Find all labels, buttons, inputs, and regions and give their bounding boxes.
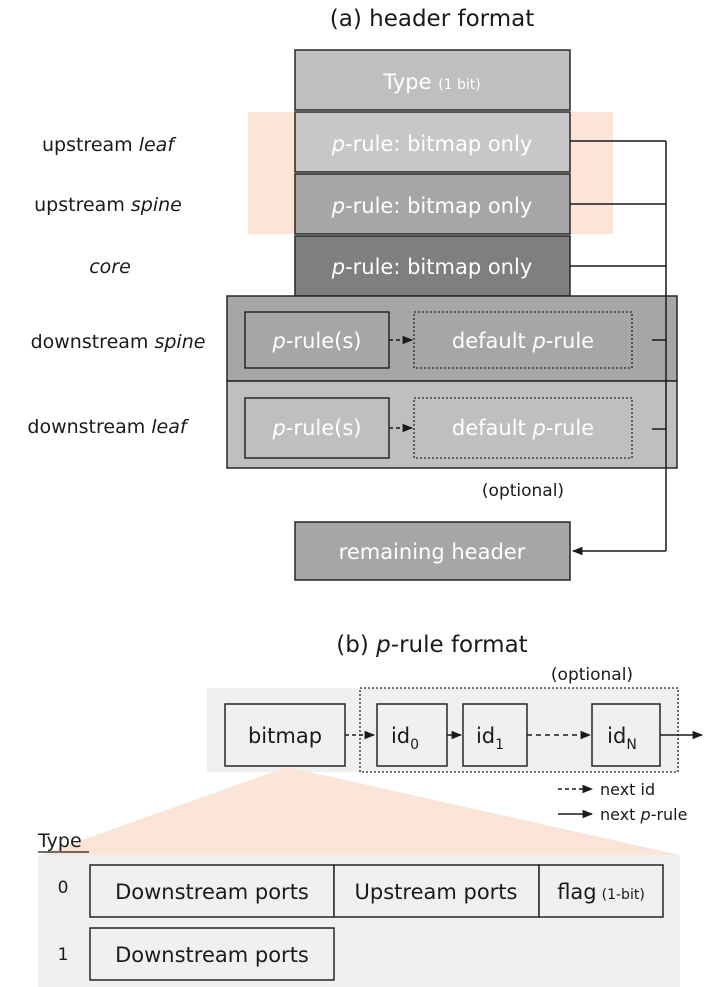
remaining-header-text: remaining header: [339, 540, 526, 564]
svg-text:Type (1 bit): Type (1 bit): [382, 70, 480, 94]
prule-em: p: [331, 194, 345, 218]
prules-label: -rule(s): [286, 416, 362, 440]
title-b-suffix: -rule format: [391, 632, 528, 658]
connector-lines: [570, 140, 667, 556]
downstream-ports-label-1: Downstream ports: [115, 943, 309, 967]
upstream-ports-field-0: [333, 864, 540, 918]
downstream-ports-label-0: Downstream ports: [115, 880, 309, 904]
id-base: id: [391, 724, 410, 748]
id0-label: id0: [391, 724, 419, 753]
prules-label: -rule(s): [286, 329, 362, 353]
default-prefix: default: [452, 416, 533, 440]
type-box-note: (1 bit): [438, 77, 481, 93]
label-em: leaf: [139, 134, 178, 156]
legend-solid-em: p: [640, 805, 651, 824]
label-em: leaf: [151, 416, 190, 438]
type-box: Type (1 bit): [294, 49, 571, 111]
prule-text-core: p-rule: bitmap only: [331, 255, 533, 279]
prule-text-upstream-leaf: p-rule: bitmap only: [331, 132, 533, 156]
legend-solid-label: next p-rule: [600, 805, 687, 824]
bitmap-expansion-highlight: [40, 767, 680, 855]
optional-label-b: (optional): [551, 665, 633, 685]
prules-box-downstream-spine: [244, 311, 390, 369]
label-prefix: upstream: [34, 194, 131, 216]
prule-box-upstream-spine: [294, 173, 571, 235]
remaining-header-box: [294, 521, 571, 581]
label-em: spine: [131, 194, 182, 216]
flag-field-0: [538, 864, 664, 918]
prules-text-downstream-spine: p-rule(s): [272, 329, 362, 353]
title-a: (a) header format: [330, 6, 534, 32]
id1-box: [462, 703, 528, 767]
label-prefix: upstream: [42, 134, 139, 156]
label-core: core: [89, 256, 131, 278]
id-base: id: [476, 724, 495, 748]
flag-note: (1-bit): [602, 887, 645, 903]
type-box-label: Type: [382, 70, 431, 94]
label-downstream-spine: downstream spine: [31, 331, 206, 353]
default-text-downstream-spine: default p-rule: [452, 329, 594, 353]
optional-label-a: (optional): [482, 481, 564, 501]
prules-em: p: [272, 329, 286, 353]
id-sub: 1: [495, 737, 504, 753]
prule-box-upstream-leaf: [294, 111, 571, 173]
prules-em: p: [272, 416, 286, 440]
bitmap-label: bitmap: [248, 724, 322, 748]
default-em: p: [531, 416, 545, 440]
prule-label: -rule: bitmap only: [345, 255, 532, 279]
default-prefix: default: [452, 329, 533, 353]
legend-solid-suffix: -rule: [651, 805, 688, 824]
prule-box-core: [294, 235, 571, 297]
prule-em: p: [331, 132, 345, 156]
optional-id-group: [359, 687, 679, 773]
type-row-1-value: 1: [58, 945, 69, 965]
id0-box: [376, 703, 448, 767]
idN-label: idN: [607, 724, 637, 753]
prule-label: -rule: bitmap only: [345, 194, 532, 218]
default-suffix: -rule: [546, 416, 594, 440]
idN-box: [591, 703, 661, 767]
label-downstream-leaf: downstream leaf: [27, 416, 190, 438]
title-b: (b) p-rule format: [336, 632, 527, 658]
type-header: Type: [37, 830, 82, 852]
downstream-ports-field-0: [89, 864, 335, 918]
label-upstream-spine: upstream spine: [34, 194, 182, 216]
id-sub: N: [626, 737, 636, 753]
id-sub: 0: [410, 737, 419, 753]
prules-text-downstream-leaf: p-rule(s): [272, 416, 362, 440]
default-box-downstream-spine: [413, 311, 633, 369]
default-text-downstream-leaf: default p-rule: [452, 416, 594, 440]
prule-text-upstream-spine: p-rule: bitmap only: [331, 194, 533, 218]
upstream-ports-label-0: Upstream ports: [355, 880, 518, 904]
default-box-downstream-leaf: [413, 397, 633, 459]
legend-dashed-label: next id: [600, 780, 655, 799]
downstream-ports-field-1: [89, 927, 335, 981]
type-row-0-value: 0: [58, 878, 69, 898]
title-b-prefix: (b): [336, 632, 376, 658]
label-upstream-leaf: upstream leaf: [42, 134, 177, 156]
prule-label: -rule: bitmap only: [345, 132, 532, 156]
title-b-em: p: [375, 632, 391, 658]
label-em: spine: [154, 331, 205, 353]
flag-label-0: flag (1-bit): [557, 880, 645, 904]
label-prefix: downstream: [31, 331, 155, 353]
prule-em: p: [331, 255, 345, 279]
label-em: core: [89, 256, 131, 278]
flag-text: flag: [557, 880, 596, 904]
legend-solid-prefix: next: [600, 805, 641, 824]
default-em: p: [531, 329, 545, 353]
label-prefix: downstream: [27, 416, 151, 438]
id1-label: id1: [476, 724, 504, 753]
id-base: id: [607, 724, 626, 748]
default-suffix: -rule: [546, 329, 594, 353]
